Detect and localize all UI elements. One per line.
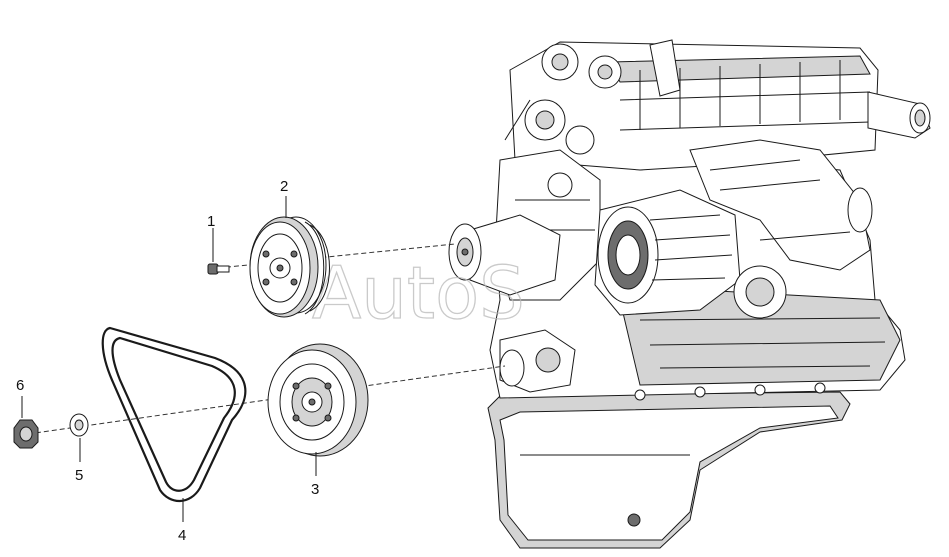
callout-3: 3	[311, 481, 319, 498]
part-3-crankshaft-pulley	[267, 343, 369, 476]
part-2-water-pump-pulley	[249, 196, 330, 318]
engine-block-illustration	[448, 39, 931, 549]
callout-1: 1	[207, 213, 215, 230]
callout-2: 2	[280, 178, 288, 195]
callout-4: 4	[178, 527, 186, 544]
part-1-bolt	[207, 228, 230, 275]
part-4-drive-belt	[101, 326, 247, 522]
callout-5: 5	[75, 467, 83, 484]
watermark-text: AutoS	[312, 251, 525, 335]
part-6-nut	[13, 396, 39, 449]
callout-6: 6	[16, 377, 24, 394]
assembly-line-lower	[27, 365, 506, 435]
part-5-washer	[69, 413, 89, 462]
